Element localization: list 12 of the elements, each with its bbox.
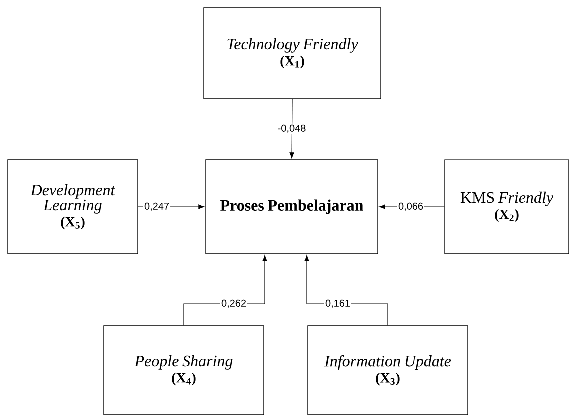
box: Development Learning (X$_{5}$) <box>8 160 138 254</box>
arrow <box>290 99 294 159</box>
edge-label: 0,247 <box>144 202 171 212</box>
box: Technology Friendly (X$_{1}$) <box>204 8 382 100</box>
box: People Sharing (X$_{4}$) <box>104 326 264 416</box>
box: Proses Pembelajaran <box>206 160 378 254</box>
box: KMS Friendly (X$_{2}$) <box>444 160 570 254</box>
edge-label: 0,262 <box>220 298 248 310</box>
edge-label: 0,161 <box>324 298 352 310</box>
edge-label: -0,048 <box>276 124 308 134</box>
box: Information Update (X$_{3}$) <box>308 326 468 416</box>
edge-label: 0,066 <box>398 202 425 212</box>
